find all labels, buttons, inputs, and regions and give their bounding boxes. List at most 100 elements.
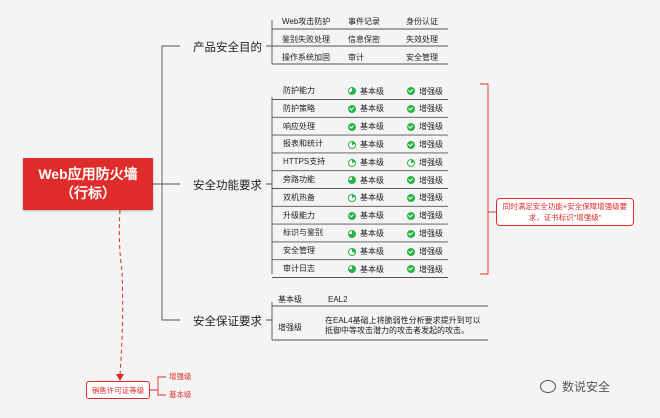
function-item-name: 防护策略 <box>283 103 315 113</box>
function-level-basic: 基本级 <box>348 228 384 239</box>
function-level-basic: 基本级 <box>348 264 384 275</box>
partial-circle-icon <box>348 140 356 149</box>
function-item-name: 标识与鉴别 <box>283 228 323 238</box>
check-circle-icon <box>407 229 415 238</box>
level-label: 基本级 <box>360 175 384 185</box>
function-level-basic: 基本级 <box>348 175 384 186</box>
function-level-enhanced: 增强级 <box>407 264 443 275</box>
branch-assurance: 安全保证要求 <box>193 316 262 328</box>
function-level-enhanced: 增强级 <box>407 192 443 203</box>
assurance-description: EAL2 <box>328 295 348 304</box>
partial-circle-icon <box>407 158 415 167</box>
level-label: 基本级 <box>360 211 384 221</box>
function-item-name: HTTPS支持 <box>283 157 326 167</box>
partial-circle-icon <box>348 194 356 203</box>
product-goal-item: 审计 <box>348 53 364 62</box>
function-level-basic: 基本级 <box>348 139 384 150</box>
level-label: 基本级 <box>360 86 384 96</box>
product-goal-item: 安全管理 <box>406 53 438 62</box>
branch-function: 安全功能要求 <box>193 180 262 192</box>
partial-circle-icon <box>348 247 356 256</box>
check-circle-icon <box>407 105 415 114</box>
level-label: 增强级 <box>419 157 443 167</box>
level-label: 增强级 <box>419 175 443 185</box>
product-goal-item: 事件记录 <box>348 17 380 26</box>
function-level-enhanced: 增强级 <box>407 139 443 150</box>
assurance-description: 抵御中等攻击潜力的攻击者发起的攻击。 <box>325 326 469 335</box>
root-title: Web应用防火墙 <box>38 166 138 182</box>
product-goal-item: 信息保密 <box>348 35 380 44</box>
check-circle-icon <box>348 211 356 220</box>
level-label: 增强级 <box>419 264 443 274</box>
license-level-enhanced: 增强级 <box>169 372 192 381</box>
enhanced-note: 同时满足安全功能+安全保障增强级要求，证书标识"增强级" <box>496 198 634 226</box>
level-label: 增强级 <box>419 122 443 132</box>
root-node: Web应用防火墙 （行标） <box>23 158 153 210</box>
wechat-icon <box>540 380 556 393</box>
assurance-level: 增强级 <box>278 323 302 332</box>
level-label: 增强级 <box>419 246 443 256</box>
partial-circle-icon <box>348 158 356 167</box>
branch-product: 产品安全目的 <box>193 42 262 54</box>
assurance-level: 基本级 <box>278 295 302 304</box>
level-label: 基本级 <box>360 228 384 238</box>
check-circle-icon <box>348 122 356 131</box>
function-level-basic: 基本级 <box>348 121 384 132</box>
level-label: 基本级 <box>360 122 384 132</box>
product-goal-item: Web攻击防护 <box>282 17 331 26</box>
level-label: 基本级 <box>360 139 384 149</box>
function-level-enhanced: 增强级 <box>407 210 443 221</box>
watermark: 数说安全 <box>540 378 610 395</box>
partial-circle-icon <box>348 229 356 238</box>
function-level-enhanced: 增强级 <box>407 121 443 132</box>
license-level-basic: 基本级 <box>169 390 192 399</box>
function-level-enhanced: 增强级 <box>407 246 443 257</box>
function-level-basic: 基本级 <box>348 103 384 114</box>
partial-circle-icon <box>348 265 356 274</box>
level-label: 增强级 <box>419 211 443 221</box>
root-subtitle: （行标） <box>60 185 116 201</box>
check-circle-icon <box>407 211 415 220</box>
license-level-box: 销售许可证等级 <box>86 381 150 399</box>
function-item-name: 双机热备 <box>283 192 315 202</box>
partial-circle-icon <box>348 87 356 96</box>
function-item-name: 审计日志 <box>283 264 315 273</box>
partial-circle-icon <box>348 176 356 185</box>
function-level-enhanced: 增强级 <box>407 103 443 114</box>
assurance-description: 在EAL4基础上将脆弱性分析要求提升到可以 <box>325 316 481 325</box>
level-label: 基本级 <box>360 104 384 114</box>
check-circle-icon <box>407 247 415 256</box>
function-item-name: 报表和统计 <box>283 139 323 149</box>
function-level-enhanced: 增强级 <box>407 228 443 239</box>
watermark-text: 数说安全 <box>562 380 611 394</box>
product-goal-item: 失效处理 <box>406 35 438 44</box>
product-goal-item: 鉴别失败处理 <box>282 35 330 44</box>
function-level-basic: 基本级 <box>348 210 384 221</box>
level-label: 增强级 <box>419 86 443 96</box>
product-goal-item: 身份认证 <box>406 17 438 26</box>
level-label: 基本级 <box>360 193 384 203</box>
check-circle-icon <box>407 194 415 203</box>
function-item-name: 升级能力 <box>283 210 315 220</box>
function-level-basic: 基本级 <box>348 246 384 257</box>
function-item-name: 防护能力 <box>283 86 315 95</box>
function-level-enhanced: 增强级 <box>407 157 443 168</box>
level-label: 基本级 <box>360 264 384 274</box>
function-level-basic: 基本级 <box>348 86 384 97</box>
check-circle-icon <box>407 122 415 131</box>
product-goal-item: 操作系统加固 <box>282 53 330 62</box>
check-circle-icon <box>407 265 415 274</box>
function-level-enhanced: 增强级 <box>407 86 443 97</box>
level-label: 增强级 <box>419 139 443 149</box>
function-level-basic: 基本级 <box>348 192 384 203</box>
level-label: 增强级 <box>419 228 443 238</box>
check-circle-icon <box>348 105 356 114</box>
level-label: 增强级 <box>419 104 443 114</box>
check-circle-icon <box>407 176 415 185</box>
level-label: 基本级 <box>360 157 384 167</box>
level-label: 增强级 <box>419 193 443 203</box>
check-circle-icon <box>407 87 415 96</box>
function-level-basic: 基本级 <box>348 157 384 168</box>
function-item-name: 旁路功能 <box>283 175 315 184</box>
